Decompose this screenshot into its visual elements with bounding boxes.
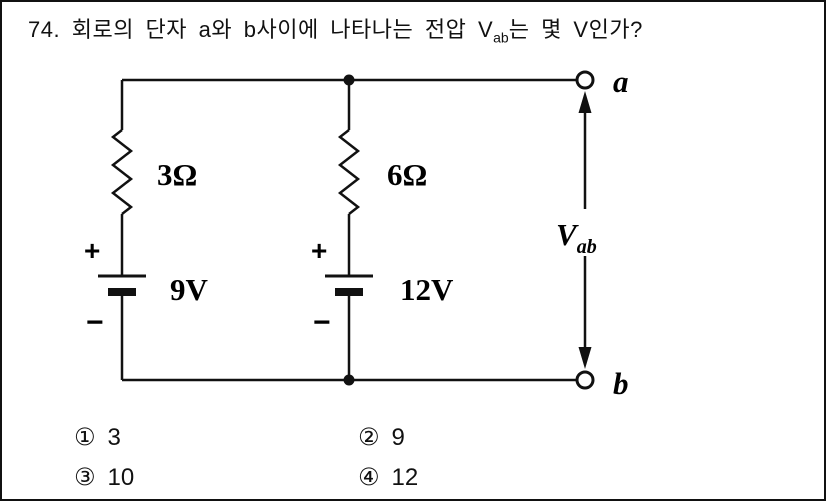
- resistor-right-label: 6Ω: [387, 157, 427, 192]
- arrow-down-head: [578, 347, 592, 369]
- terminal-a-node: [575, 70, 595, 90]
- choice-1-value: 3: [107, 424, 121, 451]
- vab-subscript-inline: ab: [493, 29, 509, 46]
- battery-right-minus-sign: −: [313, 306, 331, 339]
- question-text: 74. 회로의 단자 a와 b사이에 나타나는 전압 Vab는 몇 V인가?: [28, 15, 643, 47]
- vab-label-symbol: V: [556, 217, 579, 252]
- junction-dot-top: [343, 74, 355, 86]
- choice-3: ③ 10: [74, 463, 134, 492]
- terminal-b-node: [575, 370, 595, 390]
- resistor-left-zigzag: [110, 129, 134, 215]
- battery-left-plus-sign: +: [84, 235, 100, 266]
- question-body-end: 는 몇 V인가?: [508, 17, 643, 42]
- choice-2-value: 9: [391, 424, 405, 451]
- junction-dot-bottom: [343, 374, 355, 386]
- choice-4-marker: ④: [358, 463, 380, 491]
- vab-label: Vab: [556, 217, 597, 258]
- battery-left-minus-sign: −: [86, 306, 104, 339]
- terminal-a-label: a: [613, 64, 629, 99]
- choice-4: ④ 12: [358, 463, 418, 492]
- battery-right-plus-sign: +: [311, 235, 327, 266]
- choice-3-value: 10: [107, 464, 135, 491]
- resistor-right-zigzag: [337, 129, 361, 215]
- choice-1-marker: ①: [74, 423, 96, 451]
- resistor-left-label: 3Ω: [157, 157, 197, 192]
- vab-label-subscript: ab: [577, 236, 597, 258]
- question-body-start: 회로의 단자 a와 b사이에 나타나는 전압 V: [71, 17, 494, 42]
- choice-3-marker: ③: [74, 463, 96, 491]
- battery-right-label: 12V: [400, 272, 454, 307]
- terminal-b-label: b: [613, 366, 629, 401]
- battery-left-label: 9V: [170, 272, 209, 307]
- choice-4-value: 12: [391, 464, 419, 491]
- choice-2-marker: ②: [358, 423, 380, 451]
- arrow-up-head: [578, 91, 592, 113]
- question-number: 74.: [28, 17, 61, 42]
